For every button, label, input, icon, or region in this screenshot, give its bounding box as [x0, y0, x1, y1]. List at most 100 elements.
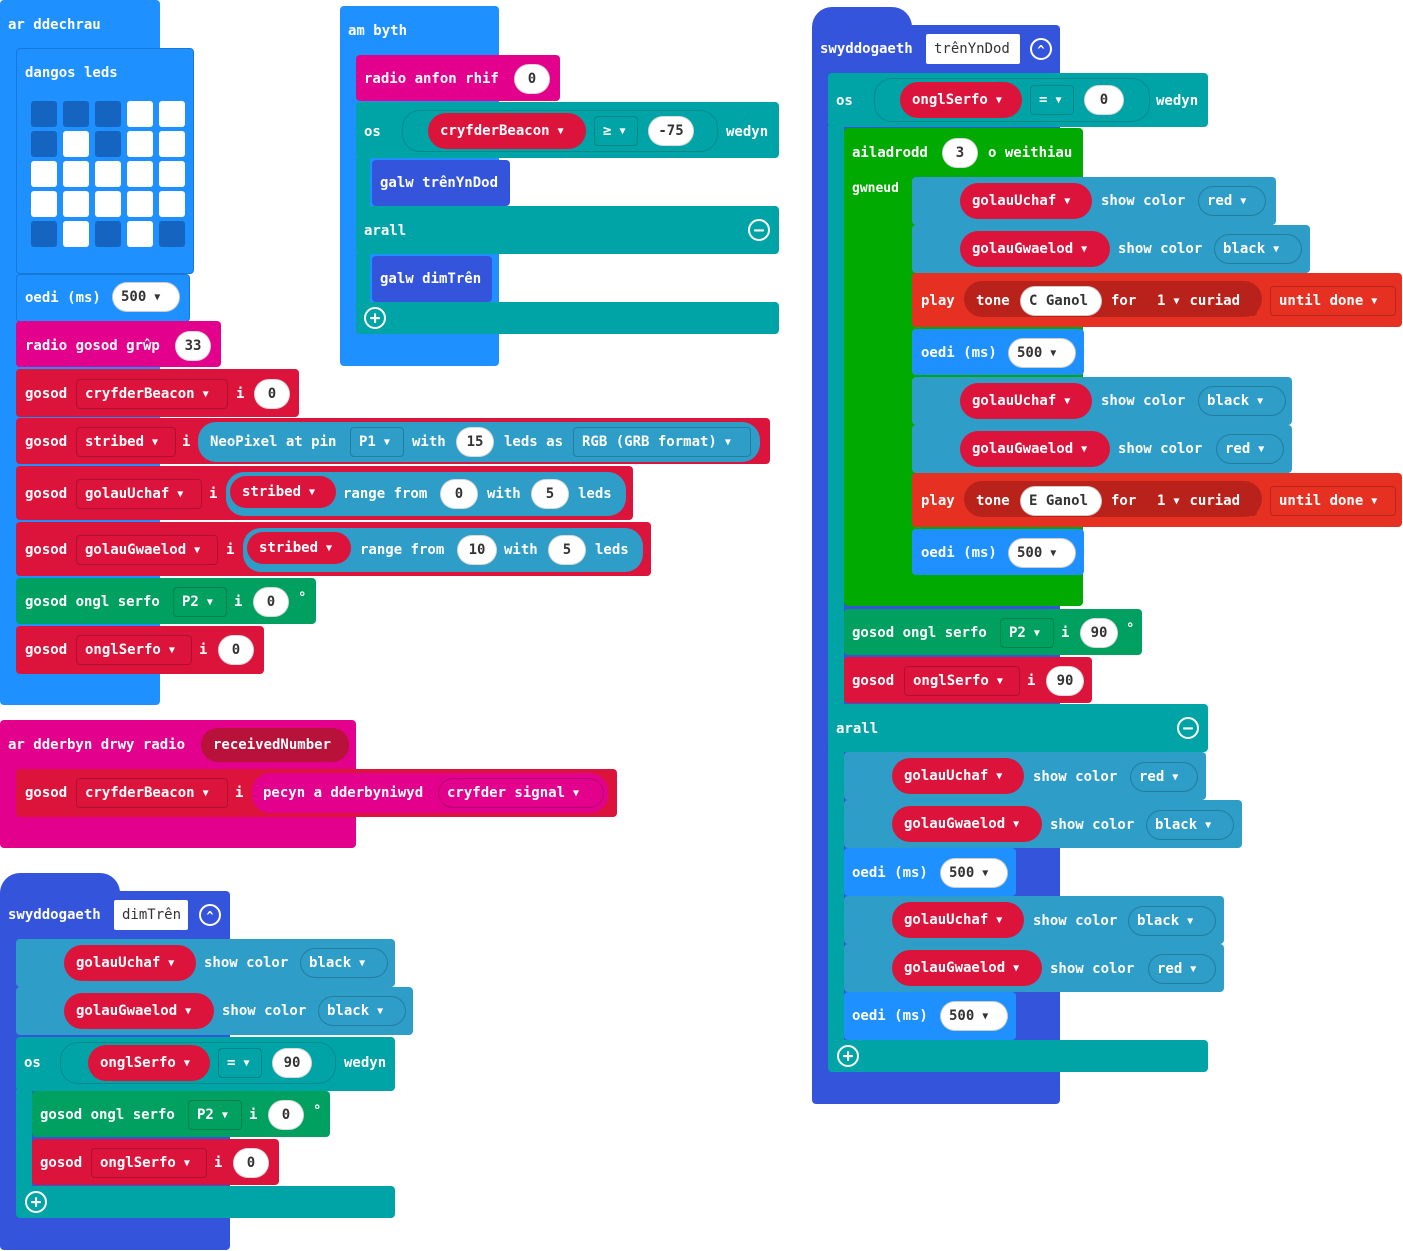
color-dropdown[interactable]: black▼	[1214, 234, 1302, 264]
repeat-count-input[interactable]: 3	[942, 138, 978, 168]
strip-var[interactable]: golauGwaelod▼	[892, 806, 1042, 842]
value-input[interactable]: 0	[254, 379, 290, 409]
range-count-input[interactable]: 5	[548, 535, 586, 565]
strip-var[interactable]: golauUchaf▼	[960, 383, 1092, 419]
strip-var[interactable]: golauUchaf▼	[64, 945, 196, 981]
led-cell[interactable]	[63, 161, 89, 187]
led-cell[interactable]	[127, 101, 153, 127]
led-cell[interactable]	[31, 161, 57, 187]
var-dropdown-golaugwaelod[interactable]: golauGwaelod▼	[76, 535, 218, 565]
signal-dropdown[interactable]: cryfder signal▼	[438, 778, 604, 808]
led-cell[interactable]	[31, 191, 57, 217]
call-dim-block[interactable]	[372, 256, 492, 302]
led-cell[interactable]	[127, 221, 153, 247]
strip-var[interactable]: golauUchaf▼	[892, 902, 1024, 938]
color-dropdown[interactable]: black▼	[1146, 810, 1234, 840]
color-dropdown[interactable]: red▼	[1148, 954, 1216, 984]
strip-var[interactable]: golauGwaelod▼	[64, 993, 214, 1029]
range-from-input[interactable]: 10	[457, 535, 497, 565]
radio-send-input[interactable]: 0	[514, 64, 550, 94]
led-cell[interactable]	[63, 131, 89, 157]
plus-circle-icon[interactable]: +	[837, 1045, 859, 1067]
color-dropdown[interactable]: black▼	[1198, 386, 1286, 416]
color-dropdown[interactable]: red▼	[1198, 186, 1266, 216]
strip-var[interactable]: golauGwaelod▼	[892, 950, 1042, 986]
pause-dropdown[interactable]: 500▼	[940, 1001, 1008, 1031]
led-cell[interactable]	[159, 221, 185, 247]
pause-dropdown[interactable]: 500▼	[940, 858, 1008, 888]
var-dropdown-onglserfo[interactable]: onglSerfo▼	[904, 666, 1020, 696]
var-cryfderbeacon[interactable]: cryfderBeacon▼	[428, 113, 586, 149]
var-onglserfo[interactable]: onglSerfo▼	[88, 1045, 210, 1081]
servo-pin-dropdown[interactable]: P2▼	[173, 587, 227, 617]
led-cell[interactable]	[159, 131, 185, 157]
compare-value-input[interactable]: 0	[1084, 85, 1124, 115]
var-dropdown-cryfderbeacon[interactable]: cryfderBeacon▼	[76, 379, 228, 409]
led-cell[interactable]	[127, 191, 153, 217]
color-dropdown[interactable]: red▼	[1216, 434, 1284, 464]
led-cell[interactable]	[127, 161, 153, 187]
servo-pin-dropdown[interactable]: P2▼	[1000, 618, 1054, 648]
until-dropdown[interactable]: until done▼	[1270, 286, 1396, 316]
led-count-input[interactable]: 15	[456, 427, 494, 457]
radio-group-input[interactable]: 33	[175, 331, 211, 361]
servo-angle-input[interactable]: 0	[268, 1100, 304, 1130]
compare-value-input[interactable]: -75	[648, 116, 694, 146]
until-dropdown[interactable]: until done▼	[1270, 486, 1396, 516]
beat-dropdown[interactable]: 1▼curiad	[1149, 486, 1257, 516]
beat-dropdown[interactable]: 1▼curiad	[1149, 286, 1257, 316]
color-dropdown[interactable]: black▼	[1128, 906, 1216, 936]
var-dropdown-cryfderbeacon[interactable]: cryfderBeacon▼	[76, 778, 228, 808]
plus-circle-icon[interactable]: +	[364, 307, 386, 329]
collapse-icon[interactable]: ^	[1030, 38, 1052, 60]
range-from-input[interactable]: 0	[440, 479, 478, 509]
led-cell[interactable]	[95, 221, 121, 247]
var-dropdown-golauuchaf[interactable]: golauUchaf▼	[76, 479, 202, 509]
servo-angle-input[interactable]: 0	[253, 587, 289, 617]
led-cell[interactable]	[95, 161, 121, 187]
led-cell[interactable]	[159, 191, 185, 217]
minus-circle-icon[interactable]: −	[748, 219, 770, 241]
pin-dropdown[interactable]: P1▼	[350, 427, 404, 457]
led-cell[interactable]	[127, 131, 153, 157]
operator-dropdown[interactable]: ≥▼	[594, 116, 638, 146]
note-dropdown[interactable]: E Ganol	[1020, 486, 1102, 516]
function-name-input[interactable]: trênYnDod	[926, 34, 1020, 64]
strip-var[interactable]: golauUchaf▼	[892, 758, 1024, 794]
var-dropdown-stribed[interactable]: stribed▼	[76, 427, 176, 457]
led-cell[interactable]	[31, 221, 57, 247]
var-dropdown-onglserfo[interactable]: onglSerfo▼	[76, 635, 192, 665]
led-cell[interactable]	[63, 191, 89, 217]
pause-dropdown[interactable]: 500▼	[1008, 538, 1076, 568]
led-cell[interactable]	[159, 161, 185, 187]
strip-var[interactable]: golauGwaelod▼	[960, 231, 1110, 267]
strip-var[interactable]: golauUchaf▼	[960, 183, 1092, 219]
servo-pin-dropdown[interactable]: P2▼	[188, 1100, 242, 1130]
led-cell[interactable]	[95, 191, 121, 217]
value-input[interactable]: 0	[233, 1148, 269, 1178]
minus-circle-icon[interactable]: −	[1177, 717, 1199, 739]
led-cell[interactable]	[95, 101, 121, 127]
var-dropdown-onglserfo[interactable]: onglSerfo▼	[91, 1148, 207, 1178]
servo-angle-input[interactable]: 90	[1080, 618, 1118, 648]
strip-var[interactable]: stribed▼	[230, 476, 336, 508]
strip-var[interactable]: stribed▼	[247, 532, 351, 564]
note-dropdown[interactable]: C Ganol	[1020, 286, 1102, 316]
function-name-input[interactable]: dimTrên	[114, 900, 188, 930]
compare-value-input[interactable]: 90	[272, 1048, 312, 1078]
collapse-icon[interactable]: ^	[199, 904, 221, 926]
range-count-input[interactable]: 5	[531, 479, 569, 509]
pause-dropdown[interactable]: 500▼	[112, 282, 180, 312]
format-dropdown[interactable]: RGB (GRB format)▼	[573, 427, 751, 457]
pause-dropdown[interactable]: 500▼	[1008, 338, 1076, 368]
var-onglserfo[interactable]: onglSerfo▼	[900, 82, 1022, 118]
value-input[interactable]: 90	[1046, 666, 1084, 696]
call-tren-block[interactable]	[372, 160, 510, 206]
color-dropdown[interactable]: black▼	[300, 948, 388, 978]
operator-dropdown[interactable]: =▼	[218, 1048, 262, 1078]
strip-var[interactable]: golauGwaelod▼	[960, 431, 1110, 467]
led-cell[interactable]	[63, 101, 89, 127]
led-cell[interactable]	[95, 131, 121, 157]
received-number-param[interactable]: receivedNumber	[201, 728, 349, 762]
plus-circle-icon[interactable]: +	[25, 1191, 47, 1213]
